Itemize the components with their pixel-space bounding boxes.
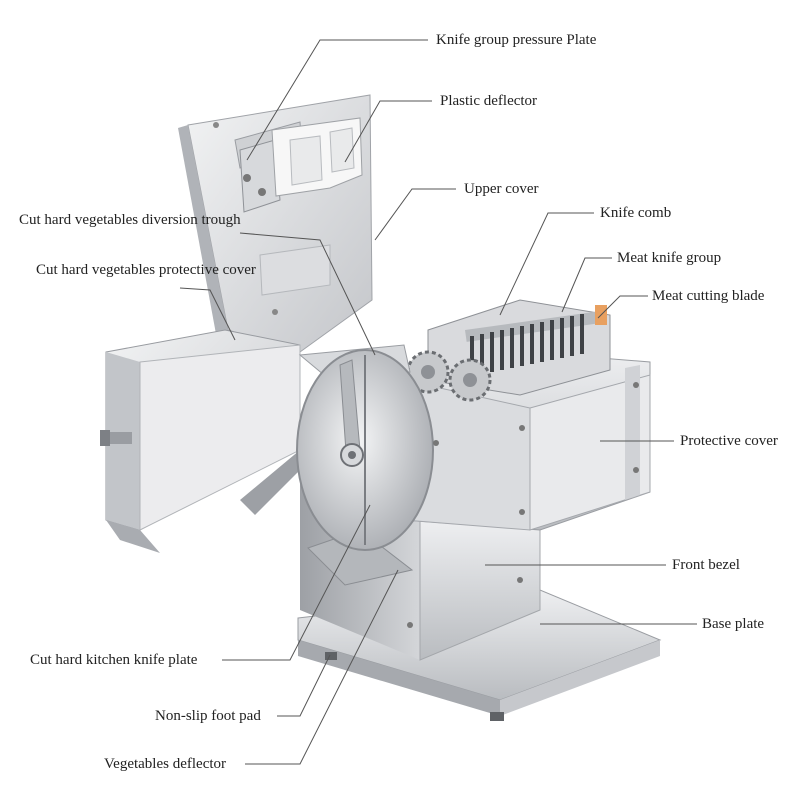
label-non-slip-foot-pad: Non-slip foot pad: [155, 708, 261, 724]
leader-plastic-deflector: [344, 100, 432, 163]
gears-shape: [406, 350, 492, 402]
leader-meat-cutting-blade: [597, 295, 648, 319]
label-kitchen-knife-plate: Cut hard kitchen knife plate: [30, 652, 198, 668]
label-meat-knife-group: Meat knife group: [617, 250, 722, 266]
leader-knife-group-pressure-plate: [246, 39, 428, 161]
leader-lines: [179, 39, 697, 765]
label-knife-group-pressure-plate: Knife group pressure Plate: [436, 32, 597, 48]
label-knife-comb: Knife comb: [600, 205, 672, 221]
label-plastic-deflector: Plastic deflector: [440, 93, 538, 109]
leader-upper-cover: [374, 188, 456, 241]
label-protective-cover: Protective cover: [680, 433, 778, 449]
label-meat-cutting-blade: Meat cutting blade: [652, 288, 765, 304]
leader-kitchen-knife-plate: [222, 504, 371, 661]
label-upper-cover: Upper cover: [464, 181, 539, 197]
foot-pad-shape: [325, 652, 337, 660]
kitchen-knife-plate-shape: [296, 349, 439, 551]
leader-meat-knife-group: [561, 257, 612, 313]
leader-vegetables-deflector: [245, 569, 399, 765]
leader-hard-veg-protective-cover: [179, 287, 236, 341]
leader-non-slip-foot-pad: [277, 654, 331, 717]
label-diversion-trough: Cut hard vegetables diversion trough: [19, 212, 241, 228]
leader-knife-comb: [499, 212, 594, 316]
label-base-plate: Base plate: [702, 616, 765, 632]
label-front-bezel: Front bezel: [672, 557, 740, 573]
foot-pad-shape: [490, 712, 504, 721]
hard-veg-protective-cover-shape: [100, 329, 301, 553]
plastic-deflector-shape: [271, 117, 363, 197]
leader-diversion-trough: [239, 232, 376, 356]
label-hard-veg-protective-cover: Cut hard vegetables protective cover: [36, 262, 256, 278]
label-vegetables-deflector: Vegetables deflector: [104, 756, 227, 772]
